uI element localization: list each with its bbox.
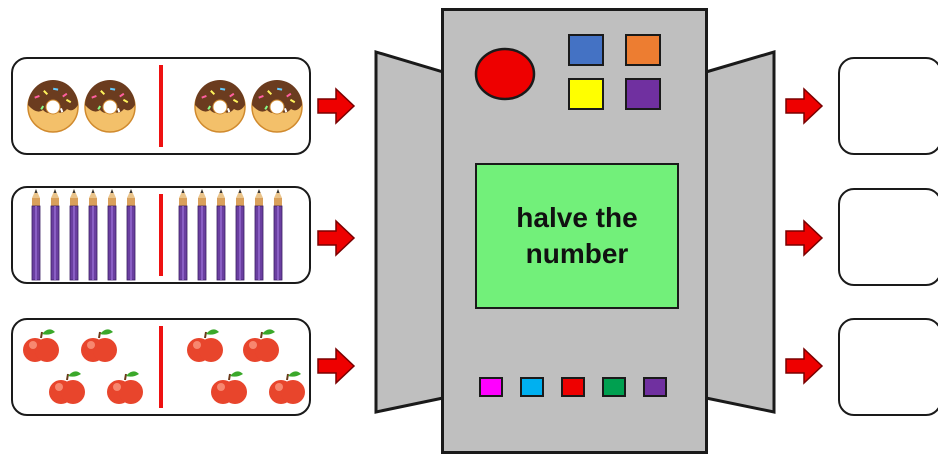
bottom-button-purple[interactable] [643, 377, 667, 397]
output-box[interactable] [838, 57, 938, 155]
input-box-apples [11, 318, 311, 416]
arrow-right-icon [317, 88, 355, 124]
machine-screen: halve the number [475, 163, 679, 309]
split-divider [159, 194, 163, 276]
top-button-purple[interactable] [625, 78, 661, 110]
machine-instruction: halve the number [516, 202, 638, 269]
big-red-button[interactable] [474, 47, 536, 101]
top-button-blue[interactable] [568, 34, 604, 66]
machine-left-flap [374, 49, 445, 414]
input-box-pencils [11, 186, 311, 284]
top-button-orange[interactable] [625, 34, 661, 66]
arrow-right-icon [785, 88, 823, 124]
input-box-donuts [11, 57, 311, 155]
arrow-right-icon [785, 348, 823, 384]
output-box[interactable] [838, 318, 938, 416]
bottom-button-cyan[interactable] [520, 377, 544, 397]
bottom-button-magenta[interactable] [479, 377, 503, 397]
bottom-button-red[interactable] [561, 377, 585, 397]
arrow-right-icon [317, 220, 355, 256]
function-machine: halve the number [441, 8, 708, 454]
arrow-right-icon [785, 220, 823, 256]
split-divider [159, 326, 163, 408]
arrow-right-icon [317, 348, 355, 384]
split-divider [159, 65, 163, 147]
top-button-yellow[interactable] [568, 78, 604, 110]
bottom-button-green[interactable] [602, 377, 626, 397]
output-box[interactable] [838, 188, 938, 286]
machine-right-flap [704, 49, 776, 414]
